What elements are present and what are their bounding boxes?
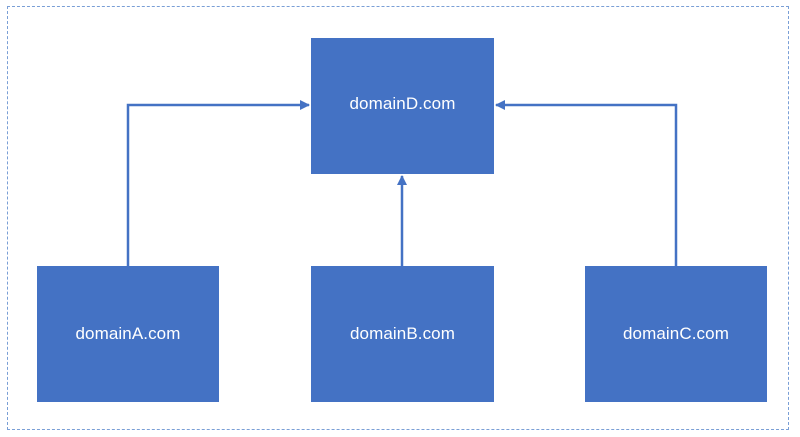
- dashed-boundary: [7, 6, 789, 430]
- node-domain-b: domainB.com: [311, 266, 494, 402]
- node-domain-a-label: domainA.com: [75, 324, 181, 343]
- node-domain-c: domainC.com: [585, 266, 767, 402]
- node-domain-b-label: domainB.com: [349, 324, 456, 343]
- node-domain-d-label: domainD.com: [349, 94, 456, 113]
- node-domain-d: domainD.com: [311, 38, 494, 174]
- node-domain-c-label: domainC.com: [623, 324, 729, 343]
- node-domain-a: domainA.com: [37, 266, 219, 402]
